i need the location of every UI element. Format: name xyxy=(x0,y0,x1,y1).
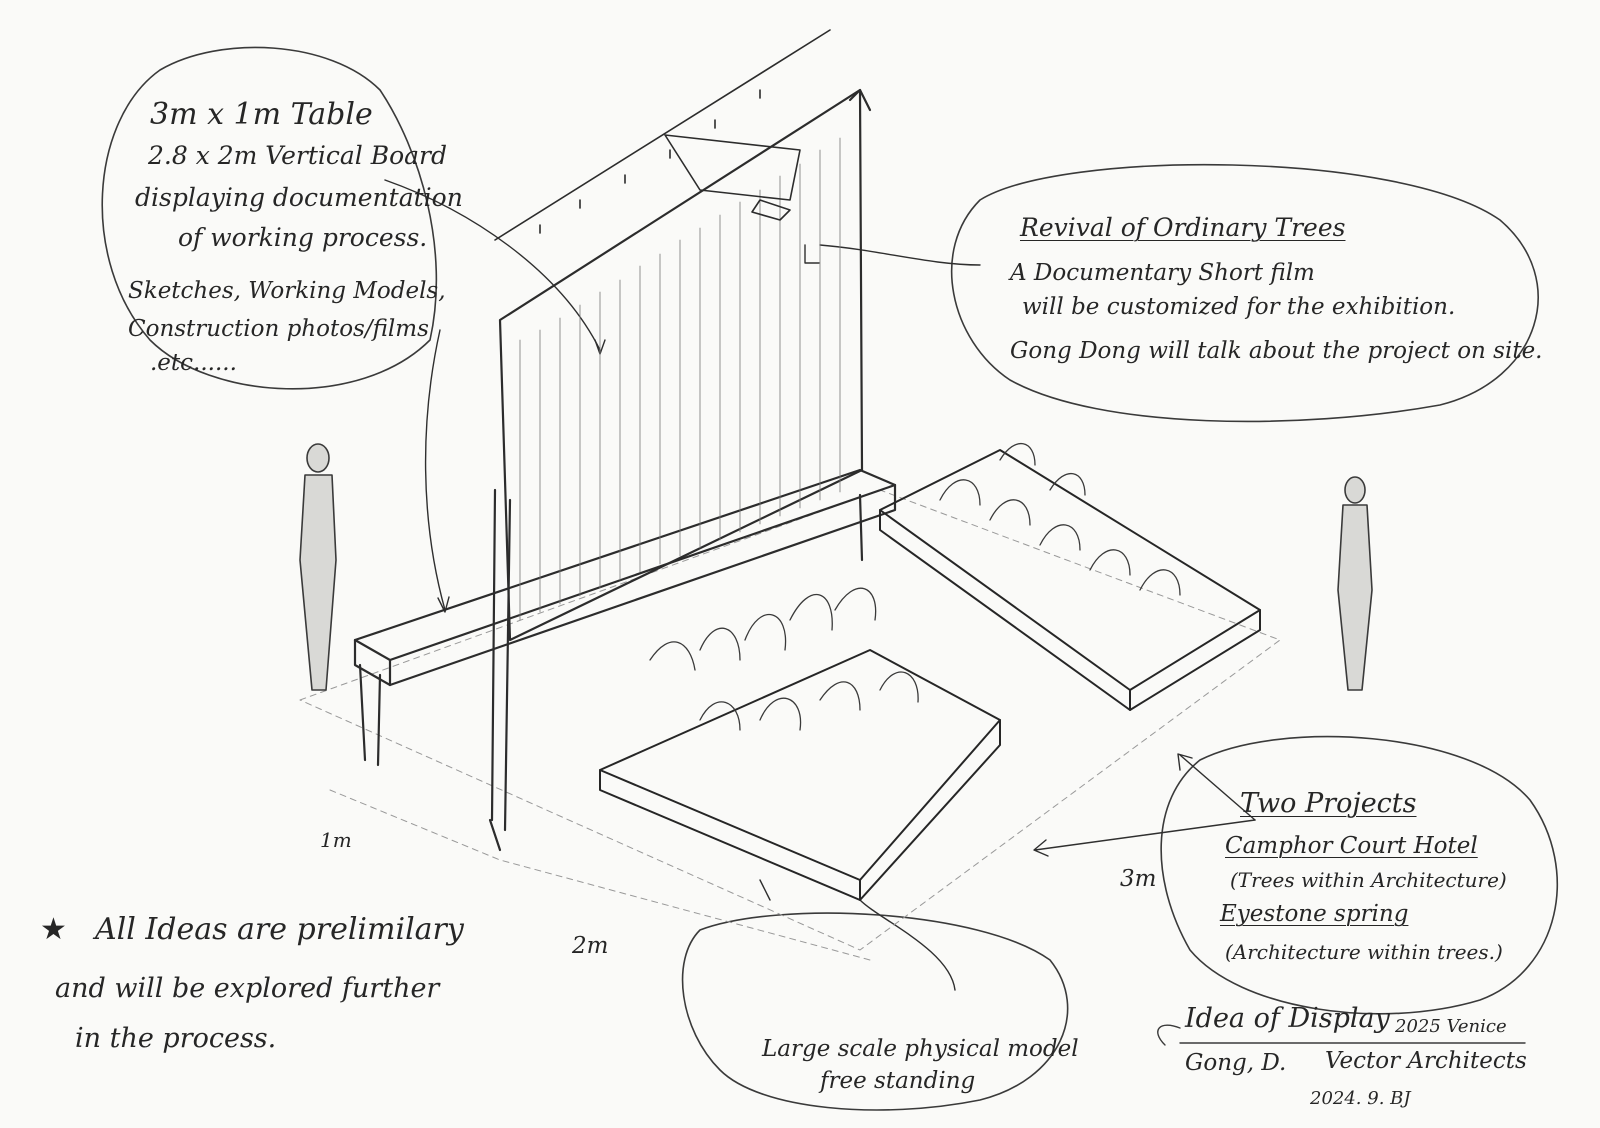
disclaimer-line-2: and will be explored further xyxy=(55,973,440,1004)
title-block-bubble xyxy=(1157,1024,1526,1046)
vertical-board xyxy=(488,88,872,852)
note-construction-media: Construction photos/films xyxy=(128,316,429,342)
film-bullet-2: Gong Dong will talk about the project on… xyxy=(1010,338,1543,364)
physical-model xyxy=(599,449,1261,901)
note-board-size: 2.8 x 2m Vertical Board xyxy=(148,141,447,170)
project-camphor-court-subtitle: (Trees within Architecture) xyxy=(1230,868,1507,892)
floor-outline xyxy=(299,489,1281,961)
hanging-rig xyxy=(494,29,831,241)
title-block-date: 2024. 9. BJ xyxy=(1310,1088,1411,1109)
note-board-purpose: displaying documentation xyxy=(135,183,463,212)
project-eyestone-spring-subtitle: (Architecture within trees.) xyxy=(1225,940,1503,964)
project-eyestone-spring: Eyestone spring xyxy=(1220,901,1409,927)
human-figure-right xyxy=(1337,476,1373,691)
dimension-table-depth: 1m xyxy=(320,828,352,852)
right-note-bubble xyxy=(950,163,1539,423)
left-note-bubble xyxy=(101,46,438,390)
note-table-size: 3m x 1m Table xyxy=(150,97,373,132)
film-bullet-1-continued: will be customized for the exhibition. xyxy=(1022,294,1456,320)
leader-lines xyxy=(384,179,1256,991)
projects-title: Two Projects xyxy=(1240,788,1417,819)
title-block-author: Gong, D. xyxy=(1185,1050,1287,1076)
human-figure-left xyxy=(299,443,337,691)
note-sketches-models: Sketches, Working Models, xyxy=(128,278,446,304)
dimension-model-size: 3m xyxy=(1120,866,1157,892)
vertical-board-shading xyxy=(519,137,841,621)
project-camphor-court: Camphor Court Hotel xyxy=(1225,833,1478,859)
film-title: Revival of Ordinary Trees xyxy=(1020,213,1346,242)
model-note-line-1: Large scale physical model xyxy=(762,1036,1079,1062)
disclaimer-line-1: All Ideas are prelimilary xyxy=(95,912,464,947)
title-block-title: Idea of Display xyxy=(1185,1003,1390,1034)
model-trees xyxy=(649,442,1181,731)
disclaimer-line-3: in the process. xyxy=(75,1023,277,1054)
note-etc: .etc...... xyxy=(150,350,237,376)
dimension-table-length: 2m xyxy=(572,933,609,959)
title-block-event: 2025 Venice xyxy=(1395,1016,1507,1037)
title-block-firm: Vector Architects xyxy=(1325,1048,1527,1074)
note-working-process: of working process. xyxy=(178,223,428,252)
star-mark: ★ xyxy=(40,912,67,947)
film-bullet-1: A Documentary Short film xyxy=(1010,260,1315,286)
model-note-bubble xyxy=(681,912,1069,1111)
model-note-line-2: free standing xyxy=(820,1068,976,1094)
projects-bubble xyxy=(1160,735,1559,1015)
display-table xyxy=(353,468,897,767)
